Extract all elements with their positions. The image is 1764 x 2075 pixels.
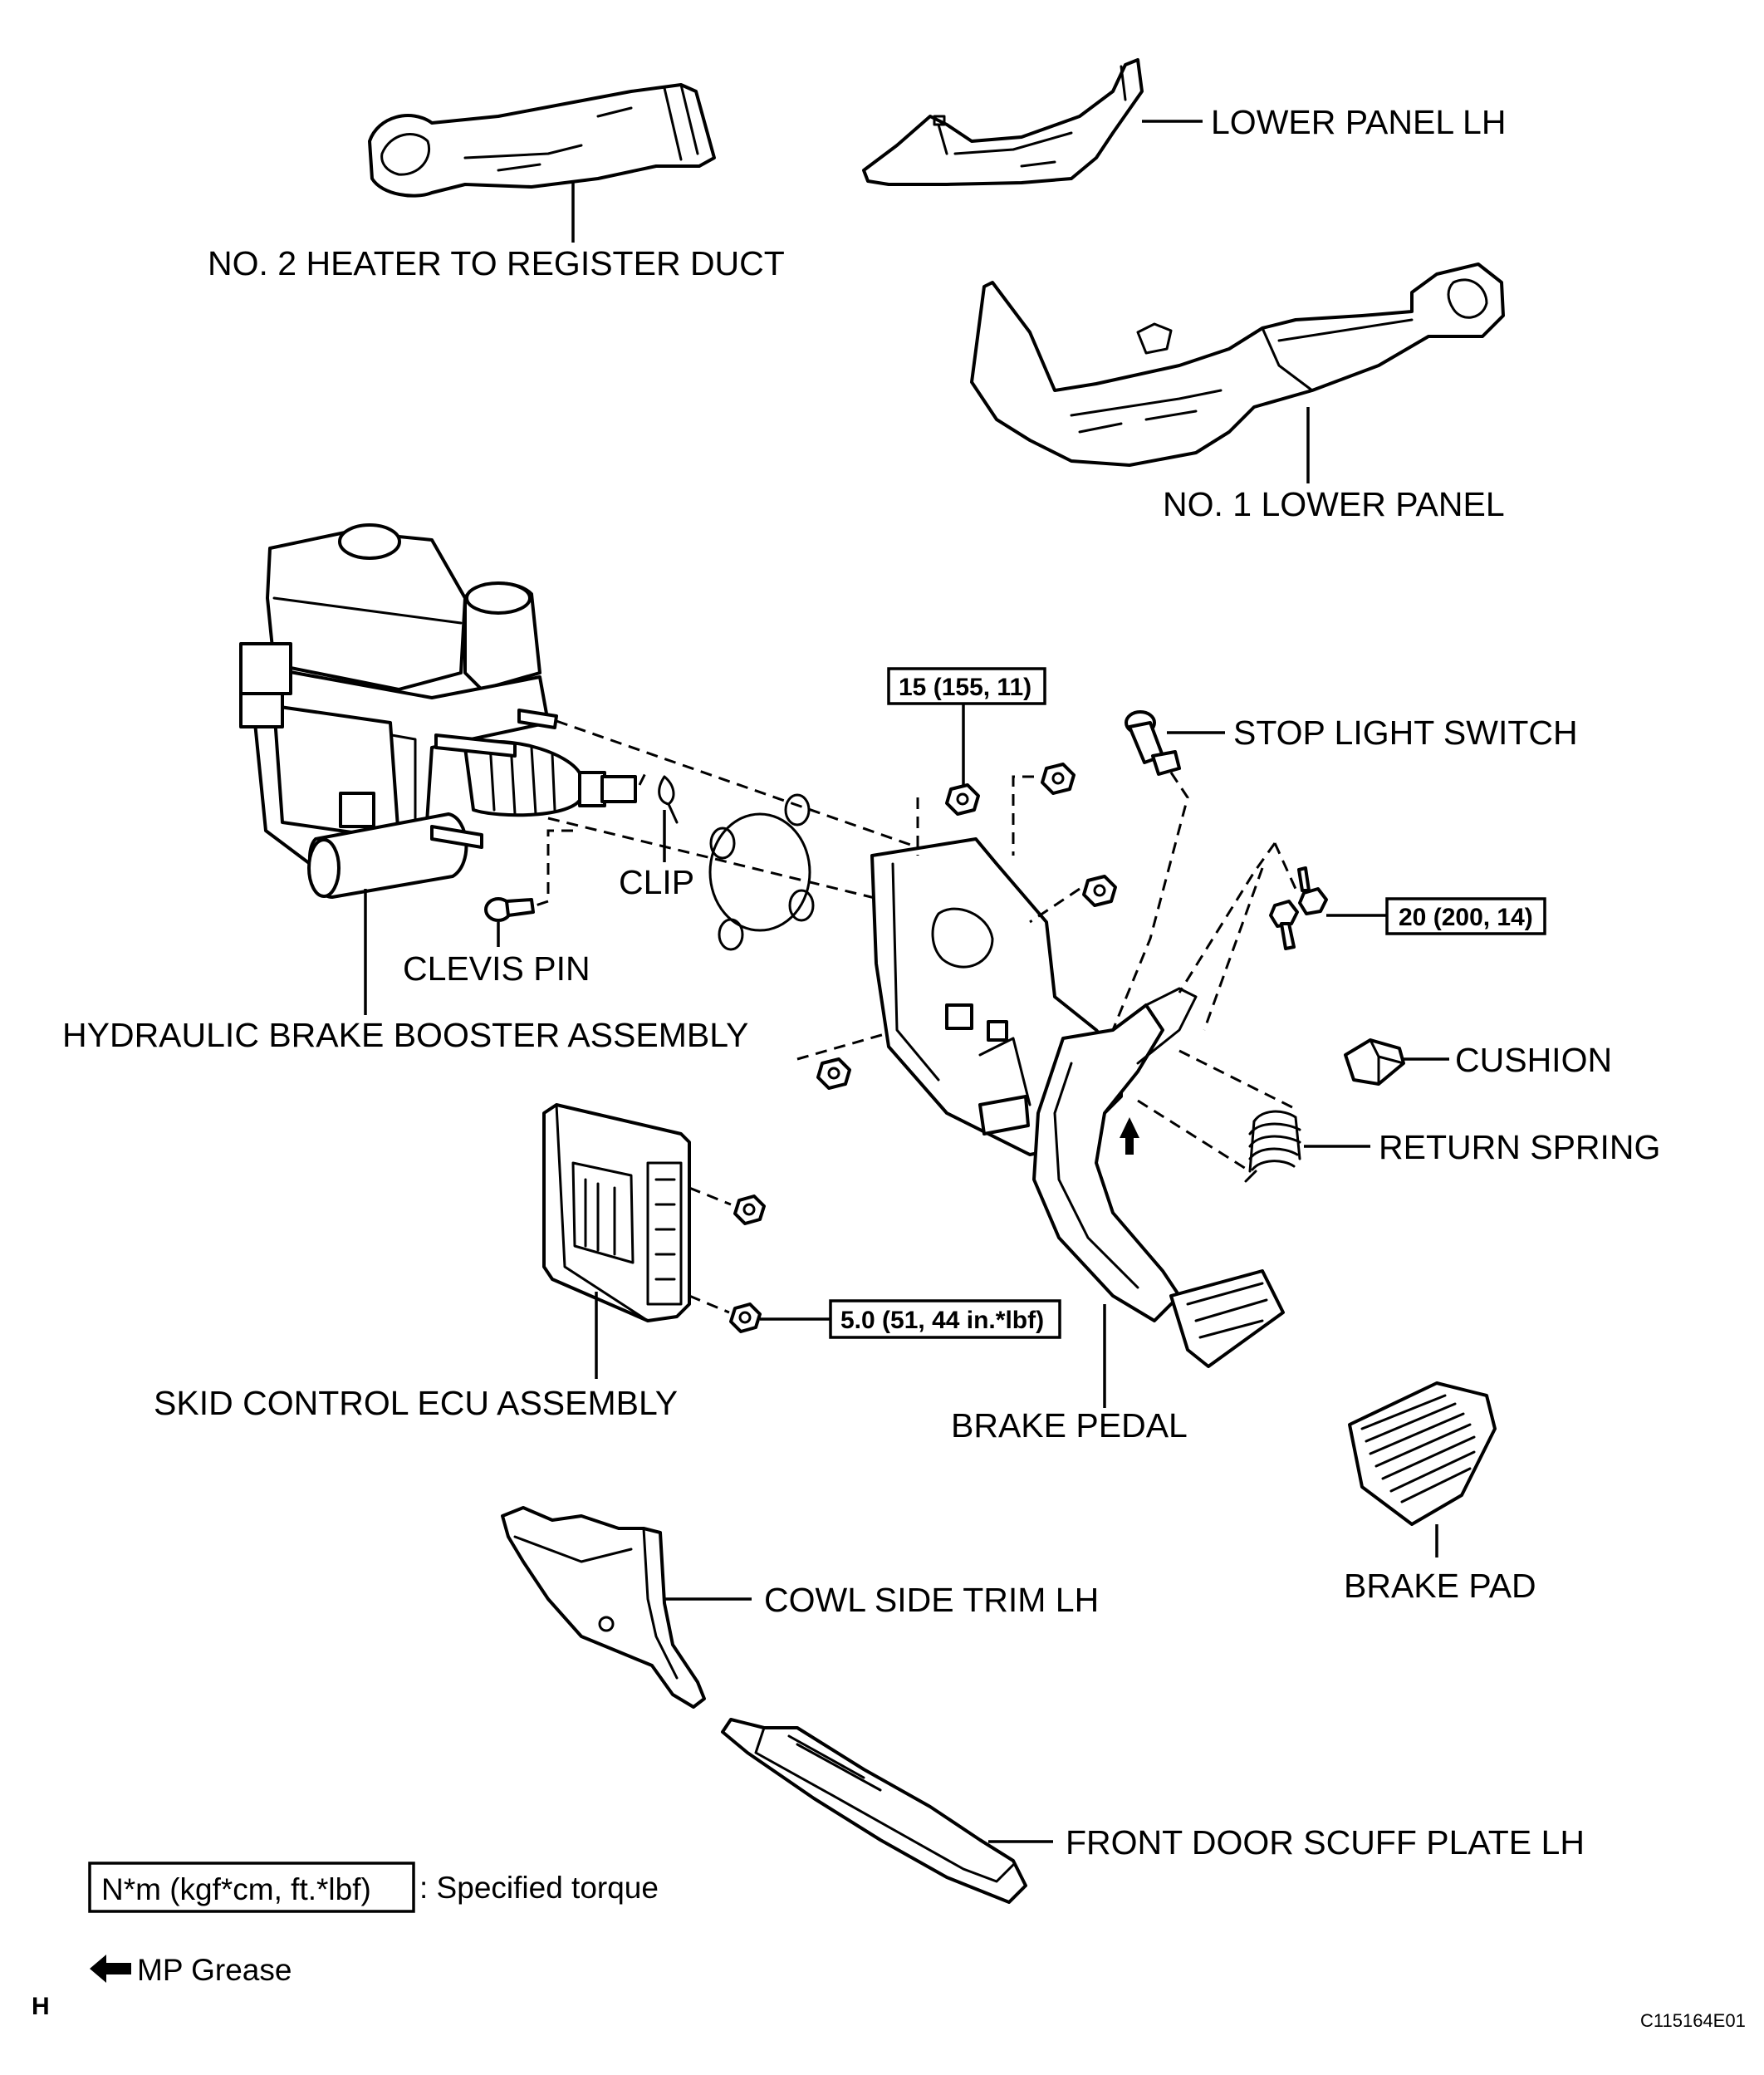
torque-legend-units: N*m (kgf*cm, ft.*lbf) [101, 1872, 371, 1906]
cowl-side-trim-label: COWL SIDE TRIM LH [764, 1581, 1099, 1619]
pedal-bracket-nut-4 [816, 1057, 851, 1090]
torque-pedal-bolt-value: 20 (200, 14) [1399, 904, 1533, 931]
clevis-pin-label: CLEVIS PIN [403, 949, 590, 988]
no1-lower-panel-label: NO. 1 LOWER PANEL [1163, 485, 1505, 523]
ecu-nut-1 [733, 1194, 766, 1225]
torque-box-pedal-bracket: 15 (155, 11) [887, 667, 1046, 705]
stop-light-switch-label: STOP LIGHT SWITCH [1233, 714, 1578, 752]
no1-lower-panel-part [970, 262, 1505, 467]
pedal-bracket-nut-3 [1082, 875, 1117, 907]
corner-letter: H [32, 1993, 50, 2020]
torque-box-pedal-bolt: 20 (200, 14) [1385, 897, 1546, 935]
mp-grease-arrow-icon [90, 1955, 131, 1983]
mp-grease-arrow-pedal [1120, 1117, 1139, 1155]
torque-pedal-bracket-value: 15 (155, 11) [899, 674, 1031, 701]
hydraulic-booster-label: HYDRAULIC BRAKE BOOSTER ASSEMBLY [62, 1016, 748, 1054]
scuff-plate-label: FRONT DOOR SCUFF PLATE LH [1066, 1823, 1585, 1862]
brake-pad-part [1348, 1381, 1497, 1526]
skid-ecu-label: SKID CONTROL ECU ASSEMBLY [154, 1384, 678, 1422]
hydraulic-booster-part [239, 523, 637, 899]
grease-legend: MP Grease [90, 1953, 292, 1987]
cushion-label: CUSHION [1455, 1041, 1612, 1079]
torque-legend: N*m (kgf*cm, ft.*lbf) : Specified torque [88, 1862, 659, 1913]
gasket-part [708, 793, 815, 951]
lower-panel-lh-part [862, 58, 1144, 186]
torque-legend-text: : Specified torque [419, 1871, 659, 1905]
stop-light-switch-part [1125, 710, 1181, 776]
clevis-pin-part [484, 897, 535, 922]
pedal-bracket-nut-1 [945, 783, 980, 816]
pedal-bracket-nut-2 [1041, 763, 1076, 795]
heater-duct-part [368, 83, 716, 198]
cowl-side-trim-part [501, 1506, 706, 1709]
return-spring-part [1244, 1110, 1301, 1183]
brake-pedal-label: BRAKE PEDAL [951, 1406, 1188, 1445]
pedal-bolt-1 [1269, 900, 1299, 950]
figure-code: C115164E01 [1640, 2010, 1746, 2031]
torque-box-ecu: 5.0 (51, 44 in.*lbf) [829, 1299, 1061, 1339]
cushion-part [1344, 1038, 1405, 1086]
skid-ecu-part [542, 1103, 691, 1322]
return-spring-label: RETURN SPRING [1379, 1128, 1660, 1166]
pedal-bolt-2 [1297, 866, 1328, 915]
torque-ecu-value: 5.0 (51, 44 in.*lbf) [840, 1307, 1044, 1334]
brake-pedal-arm-part [1032, 987, 1285, 1368]
lower-panel-lh-label: LOWER PANEL LH [1211, 103, 1506, 141]
scuff-plate-part [721, 1718, 1027, 1904]
grease-legend-text: MP Grease [137, 1953, 292, 1987]
clip-part [658, 775, 679, 824]
ecu-nut-2 [729, 1302, 762, 1333]
brake-pad-label: BRAKE PAD [1344, 1567, 1536, 1605]
clip-label: CLIP [619, 863, 694, 901]
heater-duct-label: NO. 2 HEATER TO REGISTER DUCT [208, 244, 785, 282]
